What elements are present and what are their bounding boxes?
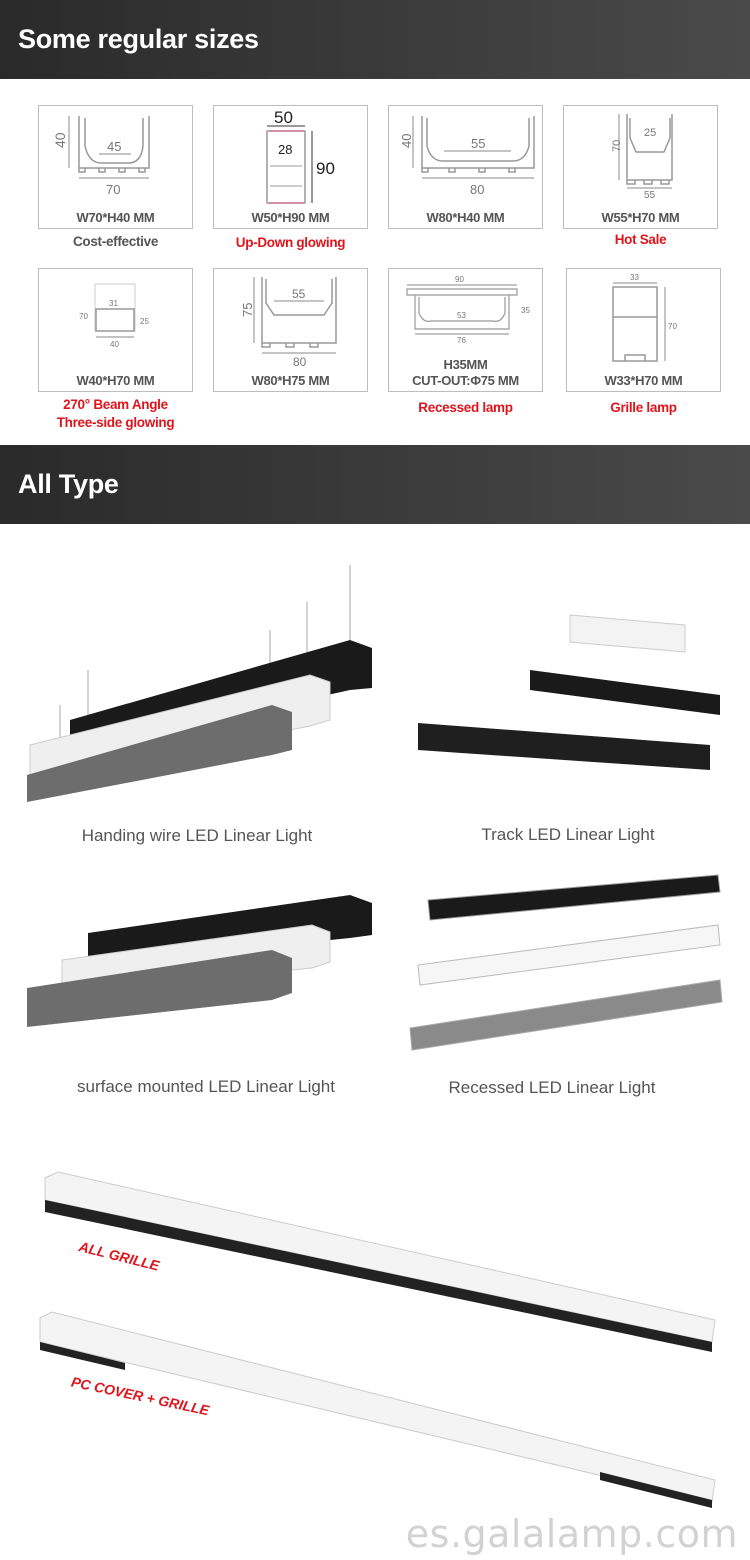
svg-text:75: 75: [240, 303, 255, 317]
profile-drawing: 40 45 70: [52, 116, 150, 197]
profile-caption: Recessed lamp: [418, 400, 513, 415]
profile-card: 50 28 90 W50*H90 MM: [213, 105, 368, 229]
profile-drawing: 70 31 25 40: [79, 283, 149, 349]
profile-card: 75 55 80 W80*H75 MM: [213, 268, 368, 392]
svg-text:31: 31: [109, 299, 118, 308]
profile-drawing: 75 55 80: [240, 277, 337, 369]
svg-text:40: 40: [399, 134, 414, 148]
profile-spec: W55*H70 MM: [601, 210, 680, 225]
svg-text:76: 76: [457, 336, 466, 345]
profile-caption-line2: Three-side glowing: [56, 415, 175, 430]
section-header-types: All Type: [0, 445, 750, 524]
svg-text:55: 55: [471, 136, 485, 151]
svg-text:90: 90: [455, 275, 464, 284]
profile-card: 33 70 W33*H70 MM: [566, 268, 721, 392]
profile-caption: Grille lamp: [610, 400, 677, 415]
svg-text:90: 90: [316, 159, 335, 178]
watermark: es.galalamp.com: [405, 1512, 738, 1556]
profile-spec: W80*H75 MM: [251, 373, 330, 388]
section-header-sizes: Some regular sizes: [0, 0, 750, 79]
svg-text:70: 70: [611, 140, 623, 152]
profile-caption: 270° Beam Angle: [63, 397, 168, 412]
profile-drawing: 90 53 35 76: [406, 275, 530, 345]
svg-text:55: 55: [292, 287, 306, 301]
profile-caption: Hot Sale: [614, 232, 667, 247]
hanging-wire-light-image: [27, 565, 372, 802]
recessed-light-image: [409, 874, 723, 1051]
grille-lamp-image: [39, 1171, 716, 1508]
profile-spec: W50*H90 MM: [251, 210, 330, 225]
svg-text:45: 45: [107, 139, 121, 154]
track-light-image: [418, 614, 720, 770]
svg-text:50: 50: [274, 108, 293, 127]
profile-spec: W80*H40 MM: [426, 210, 505, 225]
profile-card: 90 53 35 76 H35MM CUT-OUT:Φ75 MM: [388, 268, 543, 392]
svg-text:80: 80: [470, 182, 484, 197]
profile-spec-cutout: CUT-OUT:Φ75 MM: [412, 373, 519, 388]
product-caption: Handing wire LED Linear Light: [81, 826, 313, 845]
svg-text:55: 55: [644, 190, 656, 201]
profile-spec: W70*H40 MM: [76, 210, 155, 225]
svg-text:25: 25: [644, 127, 656, 139]
svg-text:35: 35: [521, 306, 530, 315]
profile-drawing: 50 28 90: [266, 108, 335, 204]
profile-drawing: 40 55 80: [399, 116, 535, 197]
profile-caption: Cost-effective: [72, 234, 159, 249]
svg-text:25: 25: [140, 317, 149, 326]
profile-card: 40 55 80 W80*H40 MM: [388, 105, 543, 229]
surface-mounted-light-image: [27, 895, 372, 1027]
section-title: Some regular sizes: [18, 24, 259, 54]
svg-text:28: 28: [278, 142, 292, 157]
profile-caption: Up-Down glowing: [235, 235, 346, 250]
profile-spec: W40*H70 MM: [76, 373, 155, 388]
profile-card: 70 25 55 W55*H70 MM: [563, 105, 718, 229]
svg-text:70: 70: [668, 322, 677, 331]
svg-text:53: 53: [457, 311, 466, 320]
profile-drawing: 70 25 55: [611, 114, 673, 201]
svg-text:40: 40: [52, 132, 68, 148]
svg-text:70: 70: [79, 312, 88, 321]
product-caption: surface mounted LED Linear Light: [77, 1077, 335, 1096]
product-images: [27, 565, 723, 1051]
profile-spec: H35MM: [443, 357, 488, 372]
profile-card: 70 31 25 40 W40*H70 MM: [38, 268, 193, 392]
svg-text:40: 40: [110, 340, 119, 349]
product-caption: Recessed LED Linear Light: [448, 1078, 656, 1097]
svg-text:70: 70: [106, 182, 120, 197]
svg-text:33: 33: [630, 273, 639, 282]
profile-drawing: 33 70: [612, 273, 677, 362]
svg-text:80: 80: [293, 355, 307, 369]
section-title: All Type: [18, 469, 119, 499]
profile-card: 40 45 70 W70*H40 MM: [38, 105, 193, 229]
product-caption: Track LED Linear Light: [481, 825, 655, 844]
profile-spec: W33*H70 MM: [604, 373, 683, 388]
